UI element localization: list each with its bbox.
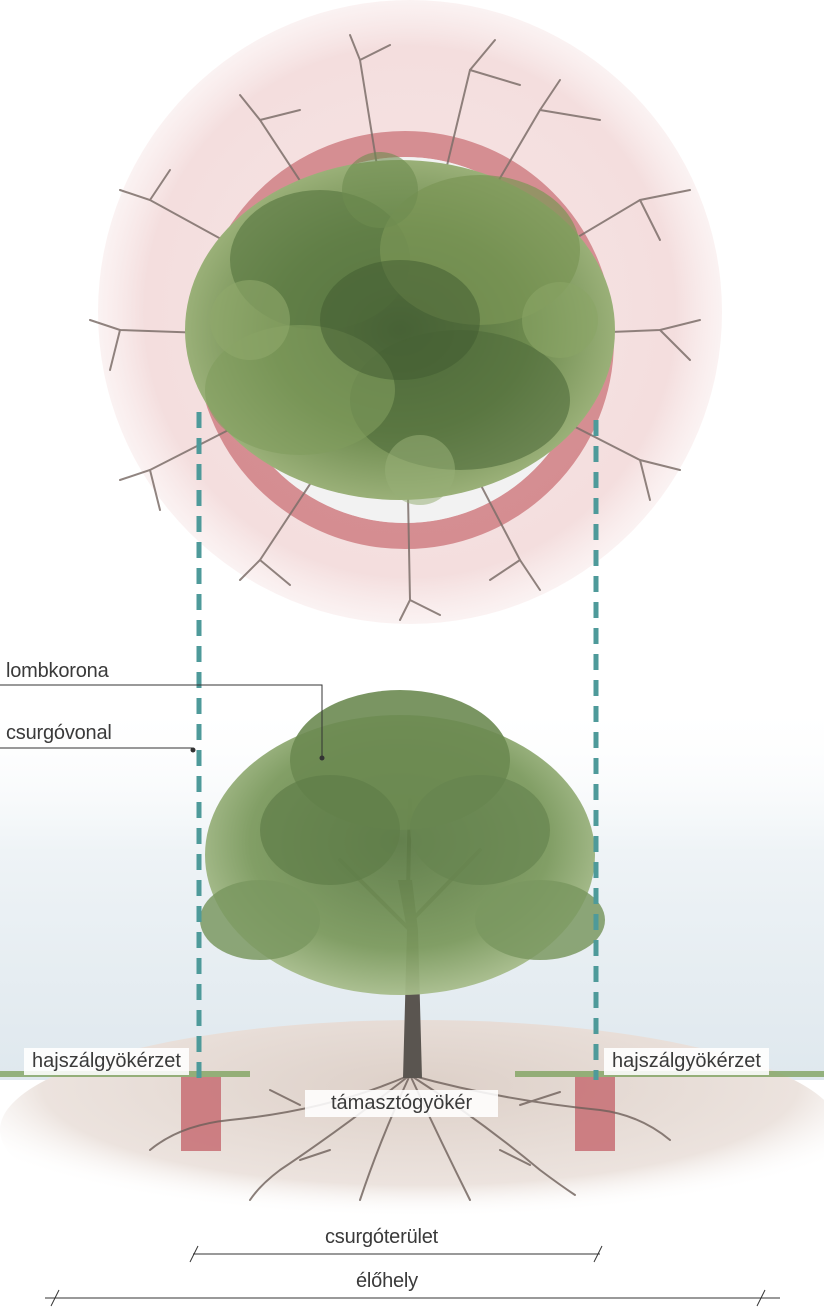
fine-roots-label-left: hajszálgyökérzet [24,1048,189,1075]
root-zone-block-right [575,1077,615,1151]
root-zone-block-left [181,1077,221,1151]
fine-roots-label-right: hajszálgyökérzet [604,1048,769,1075]
drip-area-label: csurgóterület [325,1226,438,1249]
habitat-label: élőhely [356,1270,418,1293]
dripline-label: csurgóvonal [6,722,112,745]
support-roots-label: támasztógyökér [305,1090,498,1117]
canopy-label: lombkorona [6,660,109,683]
